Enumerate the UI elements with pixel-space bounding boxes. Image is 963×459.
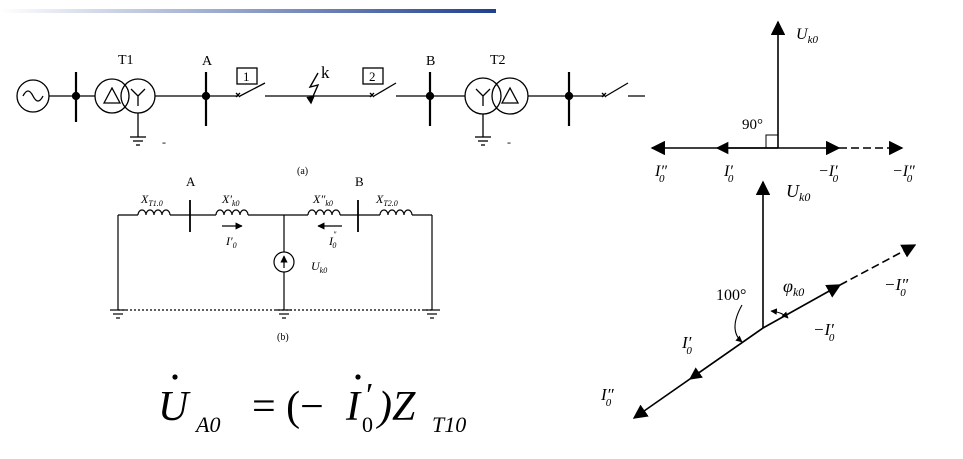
- box-2: [362, 67, 384, 85]
- p1-label-angle: 90°: [742, 117, 763, 133]
- label-uk0-source: Uk0: [311, 259, 327, 275]
- p2-label-i0p: I′0: [681, 333, 692, 357]
- label-box-1: 1: [243, 69, 250, 84]
- inductor-xk2: [307, 209, 341, 216]
- label-xk2: X″k0: [312, 192, 333, 208]
- label-xt1: XT1.0: [140, 192, 163, 208]
- p1-label-neg-i0p: −I′0: [818, 163, 839, 185]
- delta-symbol: [102, 86, 122, 104]
- p2-label-i0pp: I″0: [600, 385, 615, 409]
- eq-i-sub: 0: [362, 412, 373, 437]
- wye-symbol: [130, 88, 146, 106]
- t1-winding-1: [94, 78, 130, 114]
- single-line-labels: T1 A 1 k 2 B T2 - - (a): [118, 53, 511, 177]
- label-fault-k: k: [321, 63, 330, 82]
- caption-b: (b): [277, 332, 289, 343]
- label-xt2: XT2.0: [375, 192, 398, 208]
- eq-u: U: [158, 384, 191, 430]
- p2-label-neg-i0pp: −I″0: [884, 275, 909, 299]
- label-i1: I′0: [225, 234, 237, 250]
- phasor-diagram-2: [632, 180, 917, 419]
- p2-label-neg-i0p: −I′0: [813, 320, 835, 344]
- angle-arc-100: [734, 304, 743, 343]
- inductor-xt2: [379, 209, 413, 216]
- zero-sequence-labels: A B XT1.0 X′k0 X″k0 XT2.0 I′0 I"0 Uk0 (b…: [140, 174, 398, 343]
- eq-i-prime: ′: [366, 377, 373, 414]
- t2-winding-2: [491, 77, 529, 115]
- top-accent-bar: [0, 9, 496, 13]
- inductor-xk1: [215, 209, 249, 216]
- label-box-2: 2: [369, 69, 376, 84]
- label-t2: T2: [490, 53, 506, 68]
- p1-label-neg-i0pp: −I″0: [892, 163, 915, 185]
- label-node-b: B: [355, 174, 364, 189]
- phasor2-neg-i0pp: [839, 244, 917, 286]
- p1-label-uk0: Uk0: [796, 26, 818, 46]
- p1-label-i0pp: I″0: [654, 163, 667, 185]
- eq-i-dot: [355, 374, 361, 380]
- caption-a: (a): [297, 166, 308, 177]
- phasor-1-labels: Uk0 90° I″0 I′0 −I′0 −I″0: [654, 26, 915, 185]
- right-angle-mark: [765, 134, 778, 148]
- p1-label-i0p: I′0: [723, 163, 734, 185]
- single-line-diagram: [16, 67, 645, 146]
- phasor2-i0p: [688, 327, 764, 380]
- inductor-xt1: [137, 209, 171, 216]
- phasor-diagram-1: [650, 20, 904, 156]
- box-1: [236, 67, 258, 85]
- eq-z-sub: T10: [432, 412, 466, 437]
- p2-label-phi: φk0: [783, 276, 804, 299]
- angle-arc-phi: [770, 308, 789, 319]
- label-i2: I"0: [328, 230, 337, 250]
- breaker-2: [369, 92, 375, 98]
- label-t1: T1: [118, 53, 134, 68]
- fault-symbol: [308, 72, 320, 102]
- label-bus-a: A: [202, 54, 213, 69]
- eq-mid: = (−: [252, 384, 324, 430]
- label-node-a: A: [186, 174, 196, 189]
- eq-u-sub: A0: [194, 412, 220, 437]
- label-dash-right: -: [507, 135, 511, 149]
- label-dash-left: -: [162, 135, 166, 149]
- zero-sequence-network: [110, 200, 440, 319]
- eq-u-dot: [172, 374, 178, 380]
- phasor2-neg-i0p: [762, 284, 842, 329]
- equation: U A0 = (− I ′ 0 )Z T10: [158, 374, 466, 437]
- generator-sine: [22, 90, 44, 102]
- eq-i: I: [345, 384, 362, 430]
- breaker-1: [235, 92, 241, 98]
- p2-label-angle: 100°: [716, 287, 746, 304]
- breaker-3: [601, 92, 607, 98]
- label-bus-b: B: [426, 54, 435, 69]
- phasor-2-labels: Uk0 φk0 100° −I″0 −I′0 I′0 I″0: [600, 181, 909, 409]
- label-xk1: X′k0: [221, 192, 240, 208]
- p2-label-uk0: Uk0: [786, 181, 810, 204]
- eq-close: )Z: [376, 384, 416, 430]
